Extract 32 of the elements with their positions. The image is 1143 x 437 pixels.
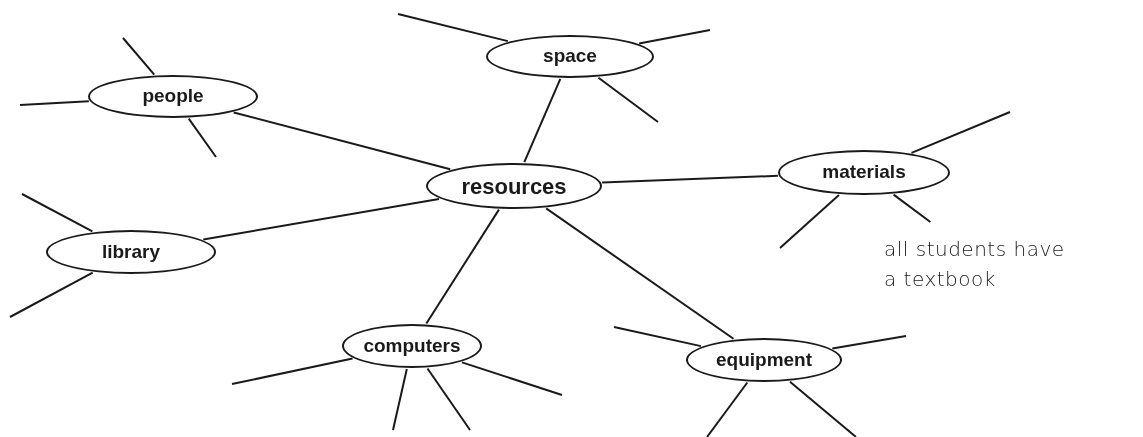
connector-line — [706, 381, 749, 437]
connector-line — [545, 207, 735, 340]
connector-line — [19, 100, 90, 106]
topic-ellipse: space — [486, 35, 654, 78]
connector-line — [232, 111, 452, 171]
connector-line — [397, 13, 509, 43]
connector-line — [638, 29, 711, 45]
handwritten-note: all students have a textbook — [884, 222, 1084, 302]
connector-line — [831, 335, 907, 350]
connector-line — [426, 367, 471, 431]
connector-line — [597, 76, 659, 123]
topic-ellipse: resources — [426, 163, 602, 209]
connector-line — [231, 357, 354, 385]
connector-line — [187, 117, 217, 158]
connector-line — [425, 208, 500, 325]
connector-line — [202, 197, 440, 241]
connector-line — [9, 271, 94, 318]
connector-line — [788, 380, 857, 437]
connector-line — [392, 367, 408, 431]
connector-line — [523, 77, 562, 164]
topic-ellipse: people — [88, 75, 258, 118]
topic-ellipse: computers — [342, 324, 482, 368]
connector-line — [613, 326, 702, 348]
connector-line — [892, 193, 932, 223]
connector-line — [601, 174, 779, 184]
connector-line — [779, 194, 840, 249]
connector-line — [21, 193, 94, 233]
topic-ellipse: materials — [778, 150, 950, 195]
topic-ellipse: library — [46, 230, 216, 274]
topic-ellipse: equipment — [686, 338, 842, 382]
connector-line — [461, 361, 563, 396]
connector-line — [122, 37, 156, 76]
